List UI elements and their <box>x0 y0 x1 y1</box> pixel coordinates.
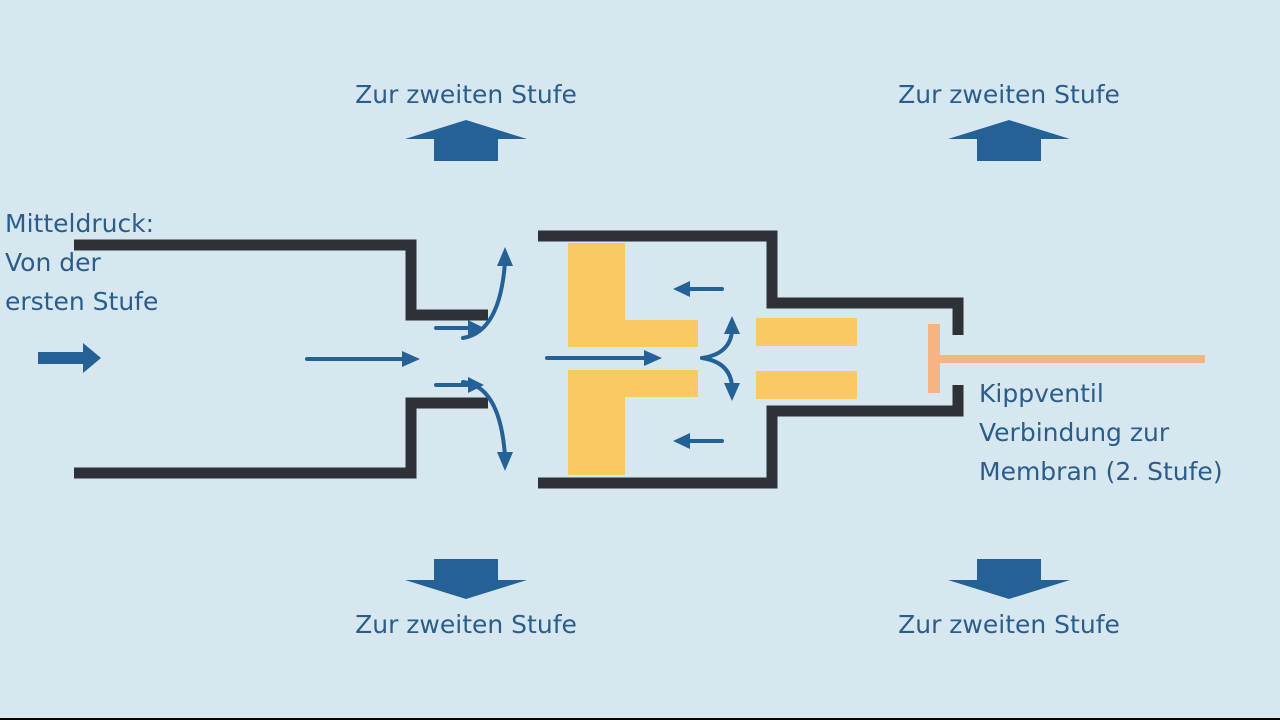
valve-chamber-upper-wall <box>538 230 964 335</box>
arrow-up-left-icon <box>405 120 527 161</box>
valve-poppet-upper <box>756 318 857 346</box>
arrowhead-return-lower-icon <box>673 433 690 449</box>
tilt-valve-lever <box>928 324 1205 393</box>
arrowhead-lower-straight-icon <box>468 377 484 393</box>
arrowhead-return-upper-icon <box>673 281 690 297</box>
flow-lines <box>305 260 734 458</box>
valve-seat-upper-horizontal <box>568 320 698 347</box>
label-to-second-stage-top-right: Zur zweiten Stufe <box>898 80 1120 109</box>
label-intermediate-pressure-line-2: Von der <box>5 248 101 277</box>
flow-arrowheads <box>402 247 740 471</box>
membrane-link-rod <box>940 355 1205 363</box>
label-tilt-valve-line-3: Membran (2. Stufe) <box>979 457 1223 486</box>
outflow-arrows <box>38 120 1070 599</box>
housing <box>74 230 964 489</box>
label-to-second-stage-bottom-left: Zur zweiten Stufe <box>355 610 577 639</box>
label-to-second-stage-bottom-right: Zur zweiten Stufe <box>898 610 1120 639</box>
label-intermediate-pressure-line-3: ersten Stufe <box>5 287 159 316</box>
valve-chamber-lower-wall <box>538 385 964 489</box>
label-intermediate-pressure-line-1: Mitteldruck: <box>5 209 155 238</box>
arrow-up-right-icon <box>948 120 1070 161</box>
inlet-tube-upper-wall <box>74 239 488 321</box>
arrowhead-split-upper-icon <box>724 316 740 334</box>
valve-poppet-lower <box>756 371 857 399</box>
tilt-valve-plate <box>928 324 940 393</box>
arrow-down-left-icon <box>405 559 527 599</box>
flow-line-split-lower <box>700 356 734 388</box>
arrowhead-lower-curve-icon <box>497 452 513 471</box>
label-to-second-stage-top-left: Zur zweiten Stufe <box>355 80 577 109</box>
arrowhead-split-lower-icon <box>724 383 740 401</box>
arrowhead-upper-curve-icon <box>497 247 513 266</box>
bottom-edge-band <box>0 718 1280 720</box>
label-tilt-valve-line-2: Verbindung zur <box>979 418 1170 447</box>
inlet-tube-lower-wall <box>74 397 488 479</box>
label-tilt-valve-line-1: Kippventil <box>979 379 1104 408</box>
flow-line-upper-curve <box>461 260 507 340</box>
valve-seat <box>568 243 857 475</box>
arrowhead-upper-straight-icon <box>468 320 484 336</box>
valve-seat-lower-horizontal <box>568 370 698 397</box>
arrow-inlet-icon <box>38 343 101 373</box>
arrow-down-right-icon <box>948 559 1070 599</box>
arrowhead-inlet-icon <box>402 351 420 367</box>
arrowhead-valve-center-icon <box>644 350 662 366</box>
